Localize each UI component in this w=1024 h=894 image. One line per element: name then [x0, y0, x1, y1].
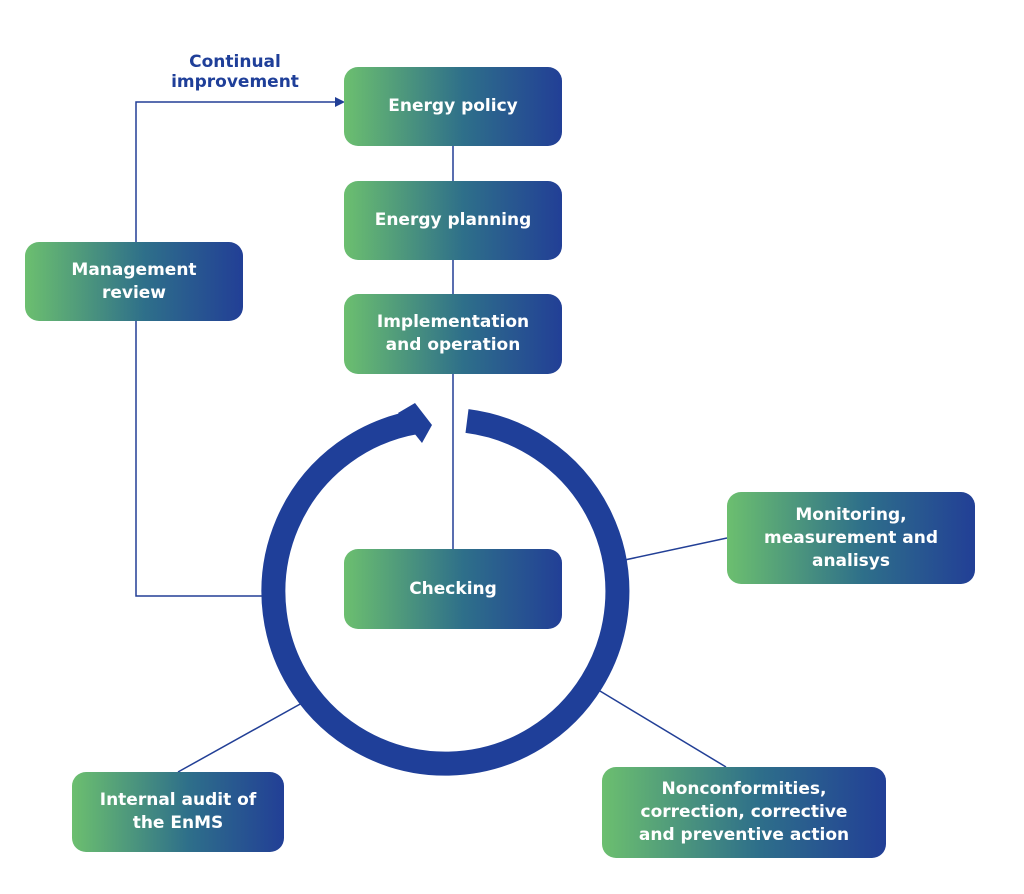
- management-review-label: Management review: [71, 259, 197, 303]
- continual-improvement-label: Continual improvement: [171, 52, 299, 92]
- checking-box: Checking: [344, 549, 562, 629]
- cycle-ring: [261, 409, 630, 776]
- internal-audit-box: Internal audit of the EnMS: [72, 772, 284, 852]
- monitoring-box: Monitoring, measurement and analisys: [727, 492, 975, 584]
- energy-policy-label: Energy policy: [388, 96, 518, 116]
- spoke-internal-audit: [177, 692, 321, 773]
- cycle-arrowhead: [398, 403, 432, 443]
- energy-planning-box: Energy planning: [344, 181, 562, 260]
- monitoring-label: Monitoring, measurement and analisys: [764, 504, 938, 571]
- management-review-loop-line: [135, 97, 345, 597]
- nonconformities-box: Nonconformities, correction, corrective …: [602, 767, 886, 858]
- management-review-box: Management review: [25, 242, 243, 321]
- spoke-monitoring: [619, 537, 728, 562]
- implementation-operation-label: Implementation and operation: [376, 312, 530, 355]
- implementation-operation-box: Implementation and operation: [344, 294, 562, 374]
- energy-planning-label: Energy planning: [374, 210, 532, 230]
- internal-audit-label: Internal audit of the EnMS: [99, 790, 257, 833]
- nonconformities-label: Nonconformities, correction, corrective …: [638, 779, 850, 845]
- energy-policy-box: Energy policy: [344, 67, 562, 146]
- checking-label: Checking: [409, 578, 497, 599]
- spoke-nonconformities: [594, 687, 727, 768]
